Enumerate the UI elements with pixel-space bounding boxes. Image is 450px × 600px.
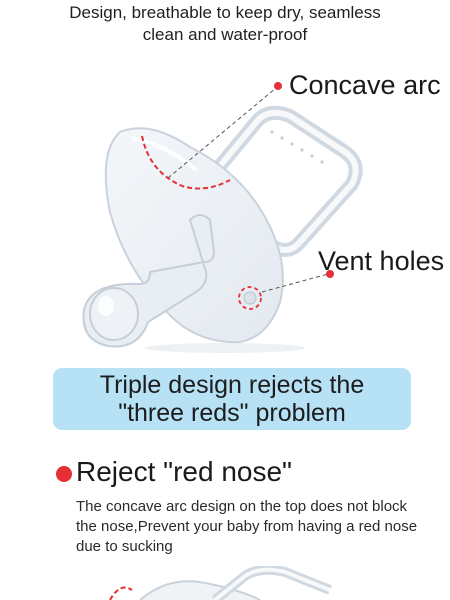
red-dot-icon [56, 466, 72, 482]
feature-title: Reject "red nose" [76, 456, 292, 487]
concave-arc-marker [141, 135, 231, 190]
feature-description: The concave arc design on the top does n… [76, 497, 446, 557]
intro-line-1: Design, breathable to keep dry, seamless [69, 3, 381, 22]
arc-leader-dot [274, 82, 282, 90]
arc-leader-line [167, 87, 277, 179]
desc-line-1: The concave arc design on the top does n… [76, 498, 408, 515]
vent-leader-dot [326, 270, 334, 278]
pacifier-photo-partial [109, 566, 332, 600]
desc-line-3: due to sucking [76, 538, 173, 555]
banner-line-2: "three reds" problem [118, 399, 346, 427]
banner-line-1: Triple design rejects the [99, 371, 365, 399]
desc-line-2: the nose,Prevent your baby from having a… [76, 518, 418, 535]
callout-vent-holes: Vent holes [318, 246, 445, 276]
intro-text: Design, breathable to keep dry, seamless… [0, 2, 450, 46]
pacifier-photo [82, 82, 363, 353]
vent-leader-line [261, 273, 329, 293]
callout-concave-arc: Concave arc [289, 70, 441, 100]
banner: Triple design rejects the "three reds" p… [53, 368, 411, 430]
intro-line-2: clean and water-proof [142, 25, 308, 44]
vent-hole-marker [238, 286, 262, 310]
